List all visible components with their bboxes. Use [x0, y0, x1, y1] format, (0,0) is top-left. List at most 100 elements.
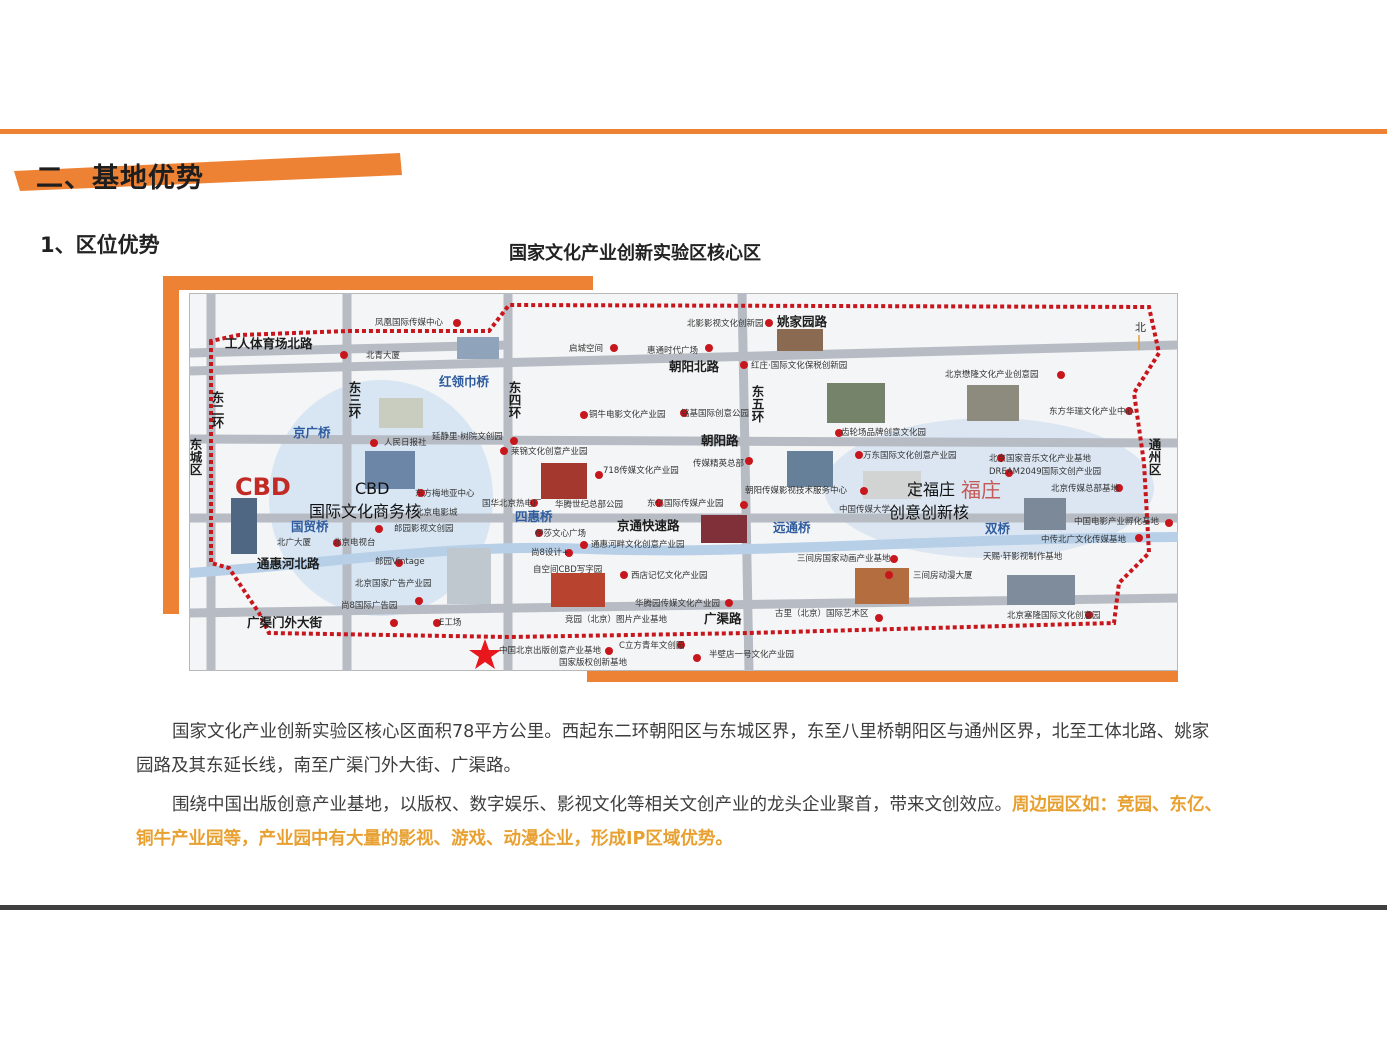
road-label: 东五环 — [750, 384, 765, 423]
cbd-core-title: CBD — [355, 479, 389, 498]
road-label: 通惠河北路 — [257, 556, 320, 571]
road-label: 广渠路 — [704, 611, 742, 626]
map-frame-top-accent — [163, 276, 593, 290]
park-label: 东方华瑞文化产业中心 — [1049, 406, 1135, 417]
tonghui-river — [189, 532, 1178, 578]
dfz-big-label: 福庄 — [961, 478, 1001, 502]
park-label: 国家版权创新基地 — [559, 657, 628, 668]
paragraph-2-highlight: 周边园区如：竞园、东亿、铜牛产业园等，产业园中有大量的影视、游戏、动漫企业，形成… — [136, 795, 1222, 849]
map-frame-left-accent — [163, 276, 179, 614]
cbd-core-subtitle: 国际文化商务核 — [309, 502, 421, 521]
park-label: 传媒精英总部 — [693, 458, 745, 469]
park-label: 北京电影城 — [415, 507, 458, 518]
park-label: 万东国际文化创意产业园 — [863, 450, 957, 461]
park-label: 中传北广文化传媒基地 — [1041, 534, 1127, 545]
road-label: 国贸桥 — [291, 519, 329, 534]
road-label: 远通桥 — [773, 520, 811, 535]
zone-map[interactable]: 北 CBD CBD 国际文化商务核 福庄 定福庄 创意创新核 工人体育场北路 姚… — [189, 293, 1178, 671]
road-label: 姚家园路 — [776, 314, 828, 329]
park-label: 北广大厦 — [277, 537, 312, 548]
park-label: 延静里·树院文创园 — [432, 431, 503, 442]
section-title-banner — [14, 153, 402, 191]
park-label: 郎园影视文创园 — [394, 523, 454, 534]
park-label: 北京国家广告产业园 — [355, 578, 432, 589]
park-label: 西店记忆文化产业园 — [631, 570, 708, 581]
road-label: 京广桥 — [293, 425, 331, 440]
park-label: 自空间CBD写字园 — [533, 564, 602, 575]
park-label: 三间房动漫大厦 — [913, 570, 973, 581]
road-label: 红领巾桥 — [439, 374, 490, 389]
park-label: 中国电影产业孵化基地 — [1074, 516, 1160, 527]
park-label: 古里（北京）国际艺术区 — [775, 608, 869, 619]
park-label: 中国传媒大学 — [839, 504, 891, 515]
park-label: 东方梅地亚中心 — [415, 488, 475, 499]
road-label: 京通快速路 — [617, 518, 680, 533]
zone-boundary — [209, 302, 1162, 640]
park-label: 红庄·国际文化保税创新园 — [751, 360, 847, 371]
park-label: 北京懋隆文化产业创意园 — [945, 369, 1039, 380]
park-label: 东亿国际传媒产业园 — [647, 498, 724, 509]
park-label: 北影影视文化创新园 — [687, 318, 764, 329]
sub-title: 1、区位优势 — [40, 233, 160, 257]
star-marker-icon — [469, 639, 501, 669]
park-label: 尚8设计+ — [531, 547, 569, 558]
park-label: 北京国家音乐文化产业基地 — [989, 453, 1092, 464]
road-label: 广渠门外大街 — [247, 615, 323, 630]
park-label: E工场 — [439, 618, 461, 628]
park-label: 人民日报社 — [384, 437, 427, 448]
north-label: 北 — [1135, 321, 1146, 334]
road-label: 东二环 — [210, 390, 225, 429]
road-label: 朝阳路 — [701, 433, 739, 448]
dingfuzhuang-core-zone — [824, 418, 1154, 558]
road-label: 东四环 — [507, 380, 522, 419]
park-label: DREAM2049国际文创产业园 — [989, 466, 1101, 477]
park-label: 北青大厦 — [366, 350, 401, 361]
park-label: 北京塞隆国际文化创意园 — [1007, 610, 1101, 621]
park-photos — [231, 329, 1075, 607]
road-labels: 工人体育场北路 姚家园路 红领巾桥 朝阳北路 东二环 东三环 东四环 东五环 京… — [189, 314, 1162, 630]
park-labels: 凤凰国际传媒中心 北青大厦 北影影视文化创新园 启城空间 惠通时代广场 红庄·国… — [277, 317, 1160, 668]
intro-paragraph-1: 国家文化产业创新实验区核心区面积78平方公里。西起东二环朝阳区与东城区界，东至八… — [136, 715, 1222, 783]
park-label: 通惠河畔文化创意产业园 — [591, 539, 685, 550]
cbd-big-label: CBD — [235, 473, 291, 501]
dfz-core-title: 定福庄 — [907, 480, 955, 499]
park-label: 北京传媒总部基地 — [1051, 483, 1120, 494]
park-label: 惠通时代广场 — [647, 345, 698, 356]
road-label: 工人体育场北路 — [225, 336, 313, 351]
park-label: 北京电视台 — [333, 537, 376, 548]
park-label: 718传媒文化产业园 — [603, 465, 679, 476]
road-label: 四惠桥 — [515, 509, 553, 524]
park-markers — [333, 319, 1173, 662]
park-label: 华腾园传媒文化产业园 — [635, 598, 720, 609]
map-title: 国家文化产业创新实验区核心区 — [509, 243, 761, 264]
park-label: 铜牛电影文化产业园 — [589, 409, 666, 420]
park-label: 中国北京出版创意产业基地 — [499, 645, 602, 656]
park-label: 启城空间 — [569, 343, 603, 354]
park-label: 莱锦文化创意产业园 — [511, 446, 588, 457]
park-label: 齿轮场品牌创意文化园 — [841, 427, 926, 438]
park-label: 天赐·轩影视制作基地 — [983, 551, 1063, 562]
road-label: 东三环 — [347, 380, 362, 419]
intro-paragraph-2: 围绕中国出版创意产业基地，以版权、数字娱乐、影视文化等相关文创产业的龙头企业聚首… — [136, 788, 1222, 856]
park-label: 朝阳传媒影视技术服务中心 — [745, 485, 848, 496]
park-label: 三间房国家动画产业基地 — [797, 553, 891, 564]
bottom-rule — [0, 905, 1387, 910]
road-label: 双桥 — [984, 521, 1011, 536]
park-label: 竞园（北京）图片产业基地 — [565, 614, 668, 625]
park-label: 铭基国际创意公园 — [681, 408, 749, 419]
park-label: 凤凰国际传媒中心 — [375, 317, 444, 328]
park-label: 国华北京热电厂 — [482, 498, 542, 509]
section-title: 二、基地优势 — [36, 163, 204, 194]
road-label: 朝阳北路 — [669, 359, 720, 374]
paragraph-1-text: 国家文化产业创新实验区核心区面积78平方公里。西起东二环朝阳区与东城区界，东至八… — [136, 722, 1210, 776]
park-label: 伊莎文心广场 — [535, 528, 586, 539]
park-label: 华腾世纪总部公园 — [555, 499, 623, 510]
district-label: 通州区 — [1147, 437, 1162, 476]
map-frame-bottom-accent — [587, 670, 1178, 682]
park-label: 尚8国际广告园 — [341, 600, 397, 611]
park-label: C立方青年文创园 — [619, 640, 684, 651]
park-label: 郎园Vintage — [375, 556, 425, 567]
top-accent-rule — [0, 129, 1387, 134]
park-label: 半壁店一号文化产业园 — [709, 649, 794, 660]
paragraph-2-text: 围绕中国出版创意产业基地，以版权、数字娱乐、影视文化等相关文创产业的龙头企业聚首… — [172, 795, 1012, 815]
